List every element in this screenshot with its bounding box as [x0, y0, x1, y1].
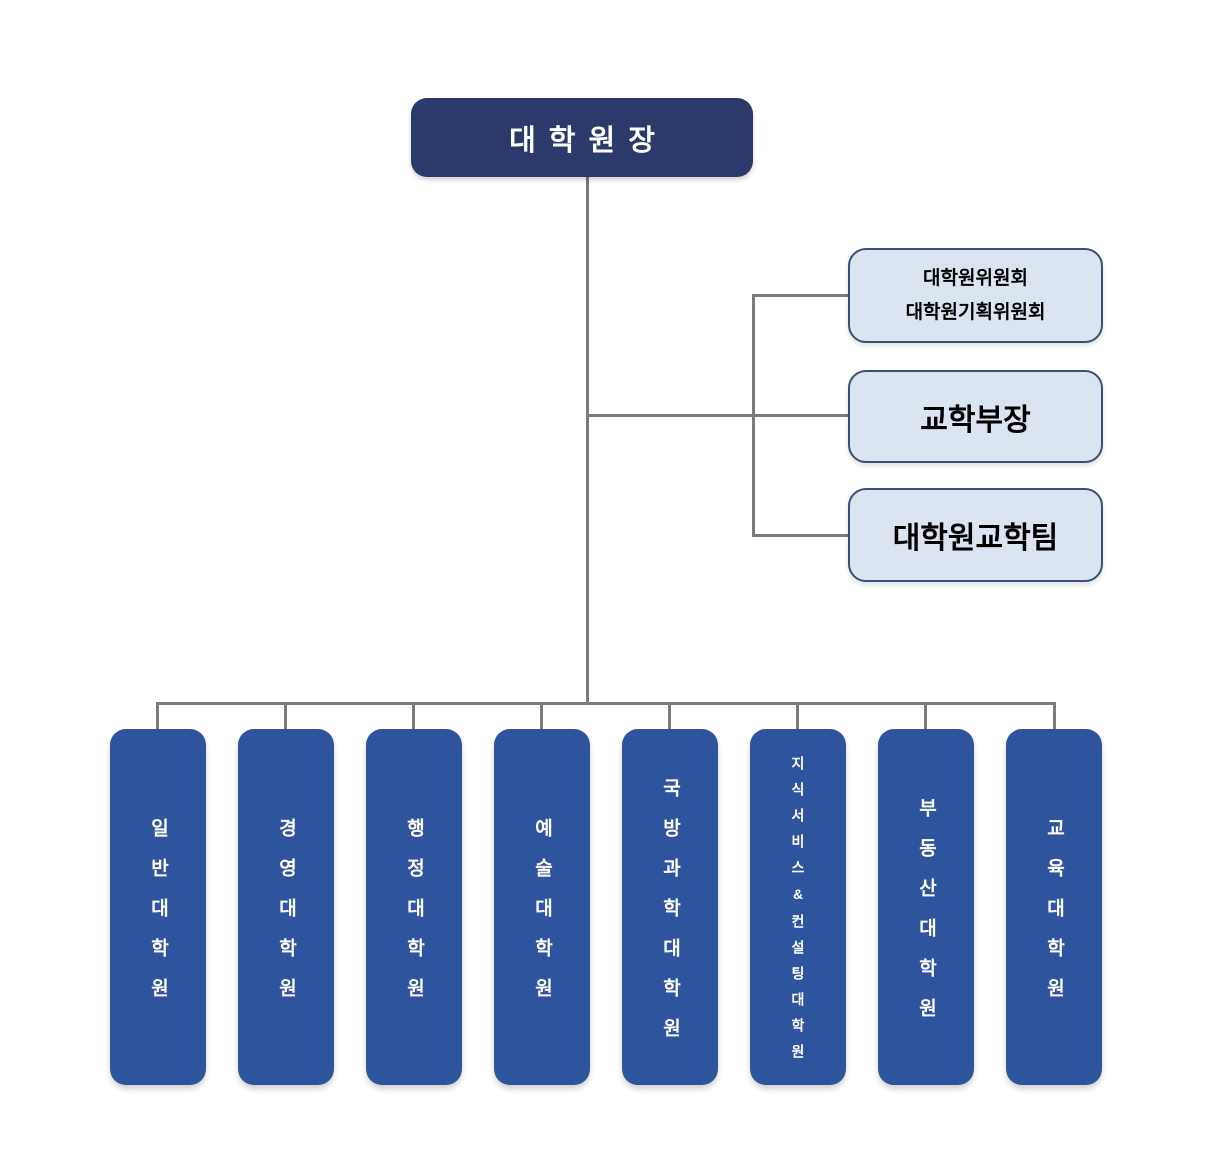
connector-departments-horizontal: [157, 702, 1056, 705]
org-node-committees: 대학원위원회 대학원기획위원회: [848, 248, 1103, 343]
org-node-knowledge-service-consulting-graduate-school: 지식서비스&컨설팅대학원: [750, 729, 846, 1085]
org-node-business-graduate-school-label: 경영대학원: [275, 817, 297, 1018]
org-node-arts-graduate-school: 예술대학원: [494, 729, 590, 1085]
org-node-defense-science-graduate-school-label: 국방과학대학원: [659, 777, 681, 1058]
org-node-defense-science-graduate-school: 국방과학대학원: [622, 729, 718, 1085]
org-node-graduate-academic-team: 대학원교학팀: [848, 488, 1103, 582]
connector-staff-branch-horizontal: [586, 414, 848, 417]
connector-drop-2: [284, 702, 287, 730]
org-node-general-graduate-school: 일반대학원: [110, 729, 206, 1085]
org-node-academic-affairs-head-label: 교학부장: [920, 403, 1031, 437]
org-node-graduate-dean-label: 대학원장: [509, 124, 668, 157]
connector-drop-7: [924, 702, 927, 730]
connector-drop-5: [668, 702, 671, 730]
connector-staff-top-stub: [752, 294, 848, 297]
org-node-general-graduate-school-label: 일반대학원: [147, 817, 169, 1018]
connector-staff-bottom-stub: [752, 534, 848, 537]
org-node-business-graduate-school: 경영대학원: [238, 729, 334, 1085]
org-node-knowledge-service-consulting-graduate-school-label: 지식서비스&컨설팅대학원: [790, 756, 806, 1070]
connector-drop-8: [1053, 702, 1056, 730]
org-node-committees-label-line2: 대학원기획위원회: [905, 301, 1046, 323]
org-node-graduate-dean: 대학원장: [411, 98, 753, 177]
org-node-academic-affairs-head: 교학부장: [848, 370, 1103, 463]
org-node-graduate-academic-team-label: 대학원교학팀: [892, 522, 1059, 555]
connector-drop-6: [796, 702, 799, 730]
org-node-public-admin-graduate-school-label: 행정대학원: [403, 817, 425, 1018]
org-node-public-admin-graduate-school: 행정대학원: [366, 729, 462, 1085]
org-node-committees-label-line1: 대학원위원회: [923, 267, 1028, 289]
connector-drop-1: [156, 702, 159, 730]
org-node-real-estate-graduate-school-label: 부동산대학원: [915, 797, 937, 1038]
connector-main-vertical: [586, 177, 589, 705]
connector-drop-4: [540, 702, 543, 730]
connector-staff-vertical: [752, 294, 755, 537]
org-node-education-graduate-school-label: 교육대학원: [1043, 817, 1065, 1018]
org-node-arts-graduate-school-label: 예술대학원: [531, 817, 553, 1018]
org-node-real-estate-graduate-school: 부동산대학원: [878, 729, 974, 1085]
connector-drop-3: [412, 702, 415, 730]
org-node-education-graduate-school: 교육대학원: [1006, 729, 1102, 1085]
